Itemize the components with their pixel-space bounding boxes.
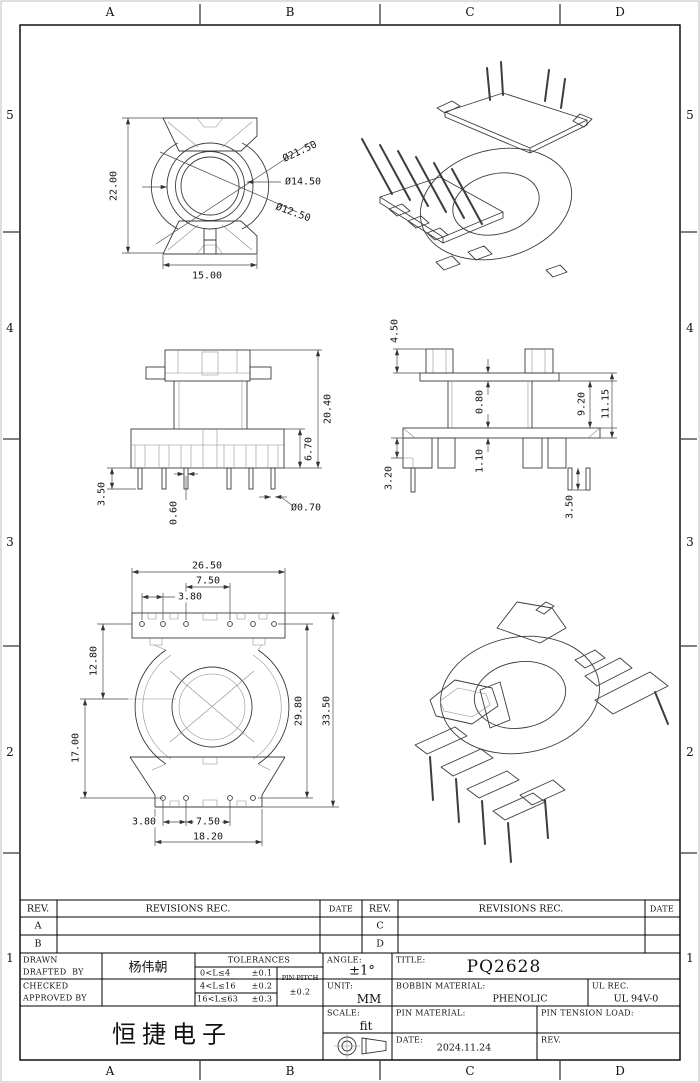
checked-label: CHECKED [23, 981, 69, 991]
title-block-rules [20, 899, 680, 1060]
drawn-label: DRAWN [23, 955, 58, 965]
zone-col-c-bottom: C [465, 1064, 475, 1078]
isometric-view-bottom [414, 601, 669, 863]
top-view-drawing [122, 117, 312, 269]
top-rail-holes [139, 621, 277, 627]
dim-bottom-pitch: 7.50 [193, 816, 223, 828]
front-view-drawing [107, 349, 322, 507]
bottom-view-drawing [80, 568, 339, 846]
zone-col-d-top: D [615, 5, 625, 19]
approved-by-label: APPROVED BY [23, 993, 87, 1003]
date-label: DATE: [396, 1035, 424, 1045]
dim-front-pin-width: 0.60 [168, 500, 180, 526]
rev-header-right: REV. [368, 903, 392, 915]
dim-bottom-overall: 33.50 [321, 695, 333, 727]
side-view-pins [410, 467, 591, 493]
dim-dia-middle: Ø14.50 [284, 176, 322, 188]
dim-top-height: 22.00 [108, 170, 120, 202]
dim-bottom-lower-half: 17.00 [70, 732, 82, 764]
tolerances-title: TOLERANCES [227, 955, 291, 965]
zone-col-b-top: B [285, 5, 295, 19]
pin-pitch-tolerance: ±0.2 [289, 987, 311, 997]
drafted-by-label: DRAFTED BY [23, 967, 84, 977]
revisions-rec-header-right: REVISIONS REC. [478, 903, 564, 915]
bobbin-material-label: BOBBIN MATERIAL: [396, 981, 486, 991]
rev-header-left: REV. [26, 903, 50, 915]
dim-bottom-top-width: 26.50 [191, 560, 223, 572]
zone-col-a-bottom: A [105, 1064, 115, 1078]
dim-side-base-plate: 1.10 [474, 448, 486, 474]
dim-front-total-height: 20.40 [322, 393, 334, 425]
dim-front-pin-length: 3.50 [96, 481, 108, 507]
dim-front-base-height: 6.70 [303, 436, 315, 462]
zone-row-1-right: 1 [686, 951, 694, 965]
dim-side-top-flange: 4.50 [389, 318, 401, 344]
zone-row-3-left: 3 [6, 535, 14, 549]
title-label: TITLE: [396, 955, 426, 965]
projection-symbol-icon [334, 1033, 387, 1059]
zone-row-2-right: 2 [686, 745, 694, 759]
zone-row-4-left: 4 [6, 321, 14, 335]
zone-row-1-left: 1 [6, 951, 14, 965]
pin-material-label: PIN MATERIAL: [396, 1008, 466, 1018]
zone-col-d-bottom: D [615, 1064, 625, 1078]
date-header-left: DATE [328, 904, 354, 914]
dim-side-overall-width: 11.15 [600, 388, 612, 420]
scale-label: SCALE: [327, 1008, 361, 1018]
rev-row-b: B [34, 938, 42, 950]
zone-col-a-top: A [105, 5, 115, 19]
dim-bottom-top-pitch: 7.50 [195, 575, 221, 587]
isometric-view-top [361, 61, 593, 278]
dim-side-flange-plate: 0.80 [474, 389, 486, 415]
dim-side-winding-width: 9.20 [576, 391, 588, 417]
date-value: 2024.11.24 [436, 1042, 492, 1054]
angle-value: ±1° [349, 963, 375, 979]
rev-row-c: C [376, 920, 384, 932]
ul-rec-label: UL REC. [592, 981, 629, 991]
company-name: 恒捷电子 [112, 1020, 232, 1049]
unit-label: UNIT: [327, 981, 354, 991]
tolerance-value-2: ±0.2 [251, 981, 273, 991]
scale-value: fit [359, 1019, 373, 1033]
base-holes [160, 795, 256, 801]
rev-row-a: A [34, 920, 42, 932]
dim-side-pin-length: 3.50 [564, 494, 576, 520]
zone-row-5-right: 5 [686, 108, 694, 122]
tolerance-range-3: 16<L≤63 [197, 994, 239, 1004]
zone-row-3-right: 3 [686, 535, 694, 549]
revisions-rec-header-left: REVISIONS REC. [145, 903, 231, 915]
front-view-pins [137, 467, 276, 490]
dim-bottom-upper-half: 12.80 [88, 645, 100, 677]
dim-bottom-width: 18.20 [192, 831, 224, 843]
pin-tension-load-label: PIN TENSION LOAD: [541, 1008, 634, 1018]
tolerance-range-1: 0<L≤4 [200, 968, 231, 978]
tolerance-value-1: ±0.1 [251, 968, 273, 978]
zone-col-b-bottom: B [285, 1064, 295, 1078]
dim-side-step: 3.20 [383, 465, 395, 491]
date-header-right: DATE [649, 904, 675, 914]
dim-bottom-gap: 3.80 [129, 816, 159, 828]
side-view-drawing [391, 348, 617, 493]
dim-bottom-pin-span: 29.80 [293, 695, 305, 727]
bobbin-material-value: PHENOLIC [492, 993, 548, 1005]
angle-label: ANGLE: [327, 955, 362, 965]
zone-col-c-top: C [465, 5, 475, 19]
ul-rec-value: UL 94V-0 [613, 993, 659, 1005]
dim-bottom-top-gap: 3.80 [175, 591, 205, 603]
rev-label: REV. [541, 1035, 561, 1045]
zone-row-5-left: 5 [6, 108, 14, 122]
zone-row-2-left: 2 [6, 745, 14, 759]
pin-pitch-label: PIN PITCH [281, 974, 319, 982]
tolerance-range-2: 4<L≤16 [200, 981, 236, 991]
drafter-name: 杨伟朝 [128, 960, 168, 976]
zone-row-4-right: 4 [686, 321, 694, 335]
dim-top-width: 15.00 [191, 270, 223, 282]
tolerance-value-3: ±0.3 [251, 994, 273, 1004]
drawing-title: PQ2628 [466, 957, 542, 977]
rev-row-d: D [376, 938, 384, 950]
unit-value: MM [356, 992, 382, 1006]
dim-front-pin-dia: Ø0.70 [290, 502, 322, 514]
